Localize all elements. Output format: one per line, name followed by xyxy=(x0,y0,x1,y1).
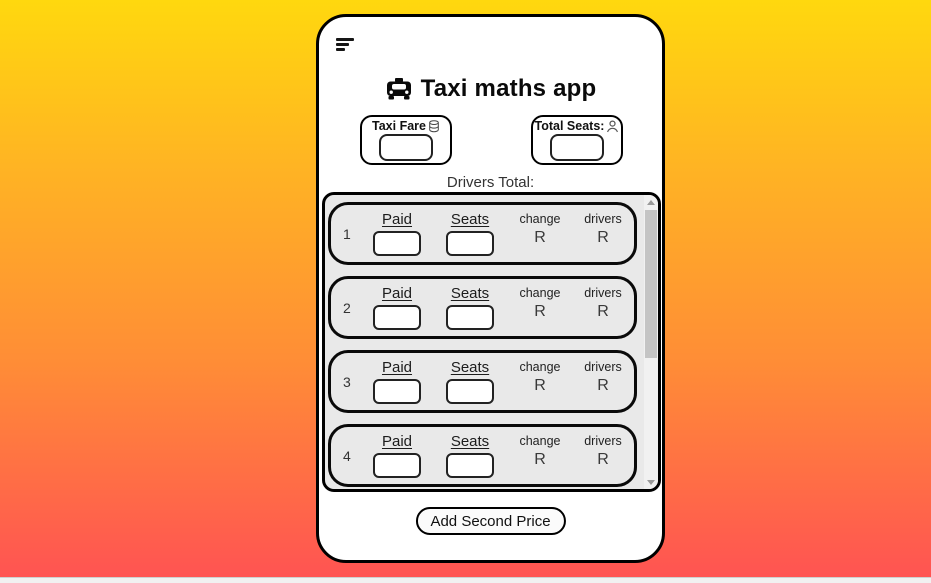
app-header: Taxi maths app xyxy=(319,75,662,103)
seats-input-1[interactable] xyxy=(446,231,494,256)
seats-label: Seats xyxy=(450,285,490,302)
seats-input-3[interactable] xyxy=(446,379,494,404)
change-label: change xyxy=(519,434,561,448)
drivers-value: R xyxy=(597,229,609,246)
drivers-value: R xyxy=(597,377,609,394)
paid-label: Paid xyxy=(381,211,413,228)
scroll-up-button[interactable] xyxy=(644,195,658,209)
drivers-label: drivers xyxy=(584,212,622,226)
total-seats-input[interactable] xyxy=(550,134,604,161)
seats-label: Seats xyxy=(450,211,490,228)
drivers-total-label: Drivers Total: xyxy=(446,174,535,191)
change-label: change xyxy=(519,286,561,300)
paid-input-3[interactable] xyxy=(373,379,421,404)
paid-input-4[interactable] xyxy=(373,453,421,478)
seats-input-4[interactable] xyxy=(446,453,494,478)
drivers-list: 1 Paid Seats change R drivers R xyxy=(322,192,661,492)
drivers-value: R xyxy=(597,451,609,468)
change-value: R xyxy=(534,451,546,468)
paid-label: Paid xyxy=(381,359,413,376)
row-number: 1 xyxy=(343,226,351,242)
coins-icon xyxy=(429,119,439,132)
taxi-icon xyxy=(386,78,411,100)
paid-input-1[interactable] xyxy=(373,231,421,256)
change-label: change xyxy=(519,212,561,226)
driver-row-4: 4 Paid Seats change R drivers R xyxy=(328,424,637,487)
horizontal-scrollbar[interactable] xyxy=(0,577,931,583)
menu-icon[interactable] xyxy=(336,38,356,52)
change-value: R xyxy=(534,303,546,320)
total-seats-box: Total Seats: xyxy=(531,115,623,165)
vertical-scrollbar[interactable] xyxy=(644,195,658,489)
add-second-price-button[interactable]: Add Second Price xyxy=(415,507,566,535)
change-value: R xyxy=(534,229,546,246)
drivers-label: drivers xyxy=(584,286,622,300)
person-icon xyxy=(607,119,619,132)
row-number: 3 xyxy=(343,374,351,390)
paid-input-2[interactable] xyxy=(373,305,421,330)
driver-row-1: 1 Paid Seats change R drivers R xyxy=(328,202,637,265)
seats-label: Seats xyxy=(450,433,490,450)
total-seats-label: Total Seats: xyxy=(534,119,605,133)
drivers-label: drivers xyxy=(584,360,622,374)
taxi-fare-box: Taxi Fare xyxy=(360,115,452,165)
scrollbar-thumb[interactable] xyxy=(645,210,657,358)
seats-label: Seats xyxy=(450,359,490,376)
change-value: R xyxy=(534,377,546,394)
paid-label: Paid xyxy=(381,433,413,450)
arrow-down-icon xyxy=(647,479,655,485)
app-card: Taxi maths app Taxi Fare Total Seats: Dr… xyxy=(316,14,665,563)
change-label: change xyxy=(519,360,561,374)
scroll-down-button[interactable] xyxy=(644,475,658,489)
paid-label: Paid xyxy=(381,285,413,302)
taxi-fare-label: Taxi Fare xyxy=(372,119,426,133)
driver-row-3: 3 Paid Seats change R drivers R xyxy=(328,350,637,413)
page-title: Taxi maths app xyxy=(420,75,597,102)
row-number: 4 xyxy=(343,448,351,464)
row-number: 2 xyxy=(343,300,351,316)
seats-input-2[interactable] xyxy=(446,305,494,330)
drivers-value: R xyxy=(597,303,609,320)
drivers-label: drivers xyxy=(584,434,622,448)
taxi-fare-input[interactable] xyxy=(379,134,433,161)
arrow-up-icon xyxy=(647,199,655,205)
driver-row-2: 2 Paid Seats change R drivers R xyxy=(328,276,637,339)
